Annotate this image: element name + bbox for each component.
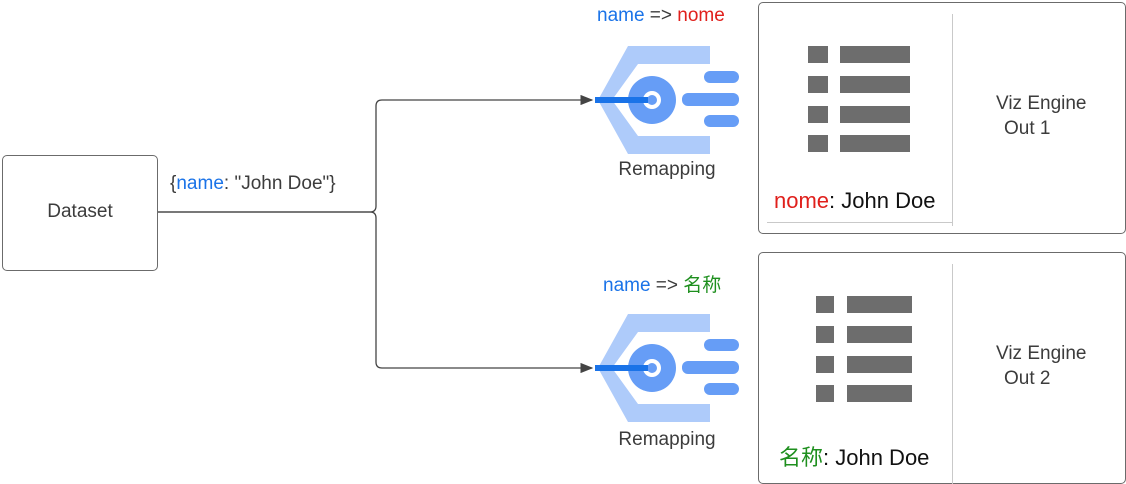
- output-value: : John Doe: [823, 445, 930, 470]
- engine-line1: Viz Engine: [996, 343, 1087, 364]
- record-rest: : "John Doe"}: [223, 173, 336, 194]
- output-key: nome: [774, 188, 830, 213]
- dataset-box[interactable]: [2, 155, 158, 271]
- engine-label-1: Viz Engine Out 1: [996, 91, 1087, 141]
- engine-line1: Viz Engine: [996, 93, 1087, 114]
- record-text: {name: "John Doe"}: [170, 173, 336, 195]
- mapping-from: name: [603, 275, 651, 296]
- remap-label-1: Remapping: [618, 159, 716, 180]
- connector-to-remap-2: [158, 211, 594, 374]
- output-value-2: 名称: John Doe: [779, 440, 929, 472]
- record-open: {: [170, 173, 177, 194]
- mapping-arrow: =>: [650, 275, 684, 296]
- mapping-label-2: name => 名称: [603, 270, 721, 297]
- remap-label-2: Remapping: [618, 429, 716, 450]
- mapping-label-1: name => nome: [597, 5, 725, 27]
- remapping-icon[interactable]: [592, 310, 742, 426]
- dataset-label: Dataset: [47, 201, 113, 222]
- engine-divider: [952, 14, 953, 226]
- output-underline: [767, 222, 952, 223]
- list-icon: [808, 46, 910, 152]
- mapping-to: 名称: [683, 275, 722, 296]
- engine-divider: [952, 264, 953, 484]
- record-key: name: [176, 173, 224, 194]
- engine-label-2: Viz Engine Out 2: [996, 341, 1087, 391]
- mapping-to: nome: [677, 5, 725, 26]
- output-key: 名称: [779, 445, 824, 470]
- remapping-icon[interactable]: [592, 42, 742, 158]
- engine-line2: Out 2: [1004, 368, 1051, 389]
- output-value: : John Doe: [829, 188, 936, 213]
- list-icon: [816, 296, 912, 402]
- connector-to-remap-1: [158, 94, 594, 213]
- mapping-from: name: [597, 5, 645, 26]
- engine-line2: Out 1: [1004, 118, 1051, 139]
- output-value-1: nome: John Doe: [774, 188, 935, 214]
- mapping-arrow: =>: [644, 5, 678, 26]
